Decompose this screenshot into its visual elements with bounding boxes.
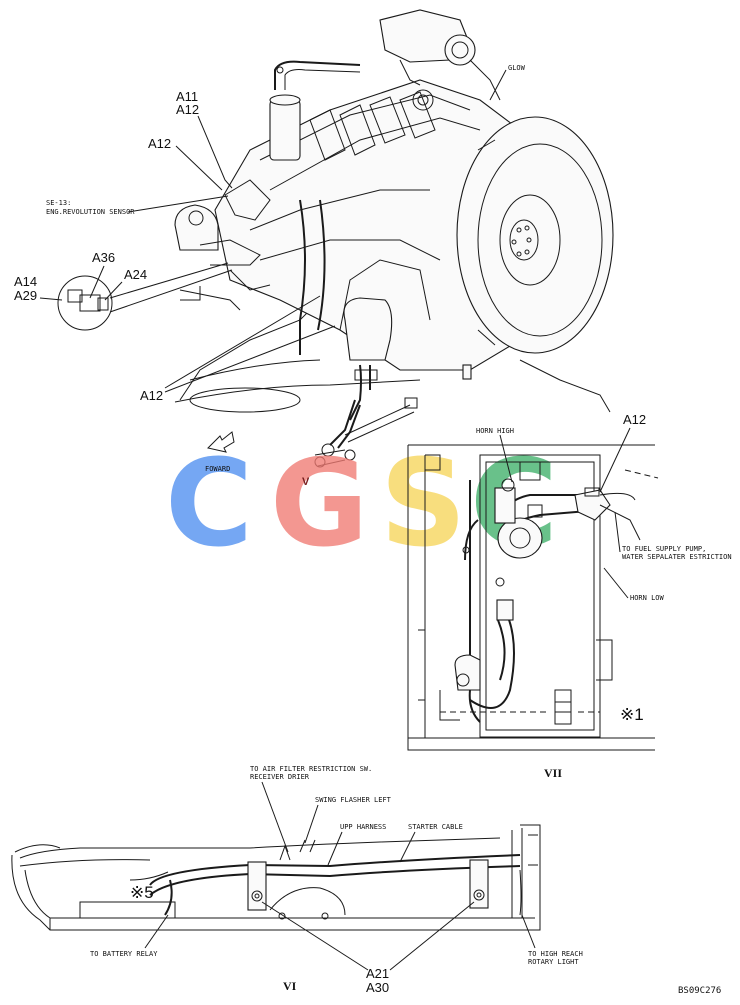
mark-reference-5: ※5	[130, 883, 154, 902]
engine-illustration	[174, 9, 614, 468]
view-marker-v: V	[302, 476, 310, 488]
label-vii-a12: A12	[623, 412, 646, 427]
watermark-letter-c: C	[165, 435, 253, 574]
note-glow: GLOW	[508, 64, 526, 72]
bracket-left	[247, 861, 267, 911]
note-horn-high: HORN HIGH	[476, 427, 514, 435]
view-label-vi: VI	[283, 979, 297, 993]
note-upp-harness: UPP HARNESS	[340, 823, 386, 831]
watermark-letter-s: S	[380, 435, 466, 574]
note-fuel-supply-pump: TO FUEL SUPPLY PUMP,	[622, 545, 706, 553]
note-high-reach: TO HIGH REACH	[528, 950, 583, 958]
note-horn-low: HORN LOW	[630, 594, 665, 602]
watermark-letter-g: G	[270, 435, 369, 574]
note-air-filter: TO AIR FILTER RESTRICTION SW.	[250, 765, 372, 773]
label-a30: A30	[366, 980, 389, 995]
note-se13: SE-13:	[46, 199, 71, 207]
note-rotary-light: ROTARY LIGHT	[528, 958, 579, 966]
note-water-sepalater: WATER SEPALATER ESTRICTION	[622, 553, 732, 561]
engine-labels: A11 A12 A12 SE-13: ENG.REVOLUTION SENSOR…	[14, 64, 526, 488]
connector-detail	[57, 262, 233, 331]
label-a12-top: A12	[176, 102, 199, 117]
view-vi: TO AIR FILTER RESTRICTION SW. RECEIVER D…	[11, 765, 583, 995]
note-swing-flasher-left: SWING FLASHER LEFT	[315, 796, 392, 804]
note-receiver-drier: RECEIVER DRIER	[250, 773, 310, 781]
label-a29: A29	[14, 288, 37, 303]
note-starter-cable: STARTER CABLE	[408, 823, 463, 831]
label-a12-bottom: A12	[140, 388, 163, 403]
note-battery-relay: TO BATTERY RELAY	[90, 950, 158, 958]
mark-reference-1: ※1	[620, 705, 644, 724]
label-a14: A14	[14, 274, 37, 289]
note-eng-revolution-sensor: ENG.REVOLUTION SENSOR	[46, 208, 135, 216]
view-label-vii: VII	[544, 766, 562, 780]
bracket-right	[469, 859, 489, 909]
label-a24: A24	[124, 267, 147, 282]
label-a11: A11	[176, 89, 198, 104]
label-a21: A21	[366, 966, 389, 981]
view-vii: A12 HORN HIGH TO FUEL SUPPLY PUMP, WATER…	[407, 412, 732, 780]
label-a36: A36	[92, 250, 115, 265]
note-foward: FOWARD	[205, 465, 230, 473]
label-a12-mid: A12	[148, 136, 171, 151]
drawing-code: BS09C276	[678, 986, 721, 996]
